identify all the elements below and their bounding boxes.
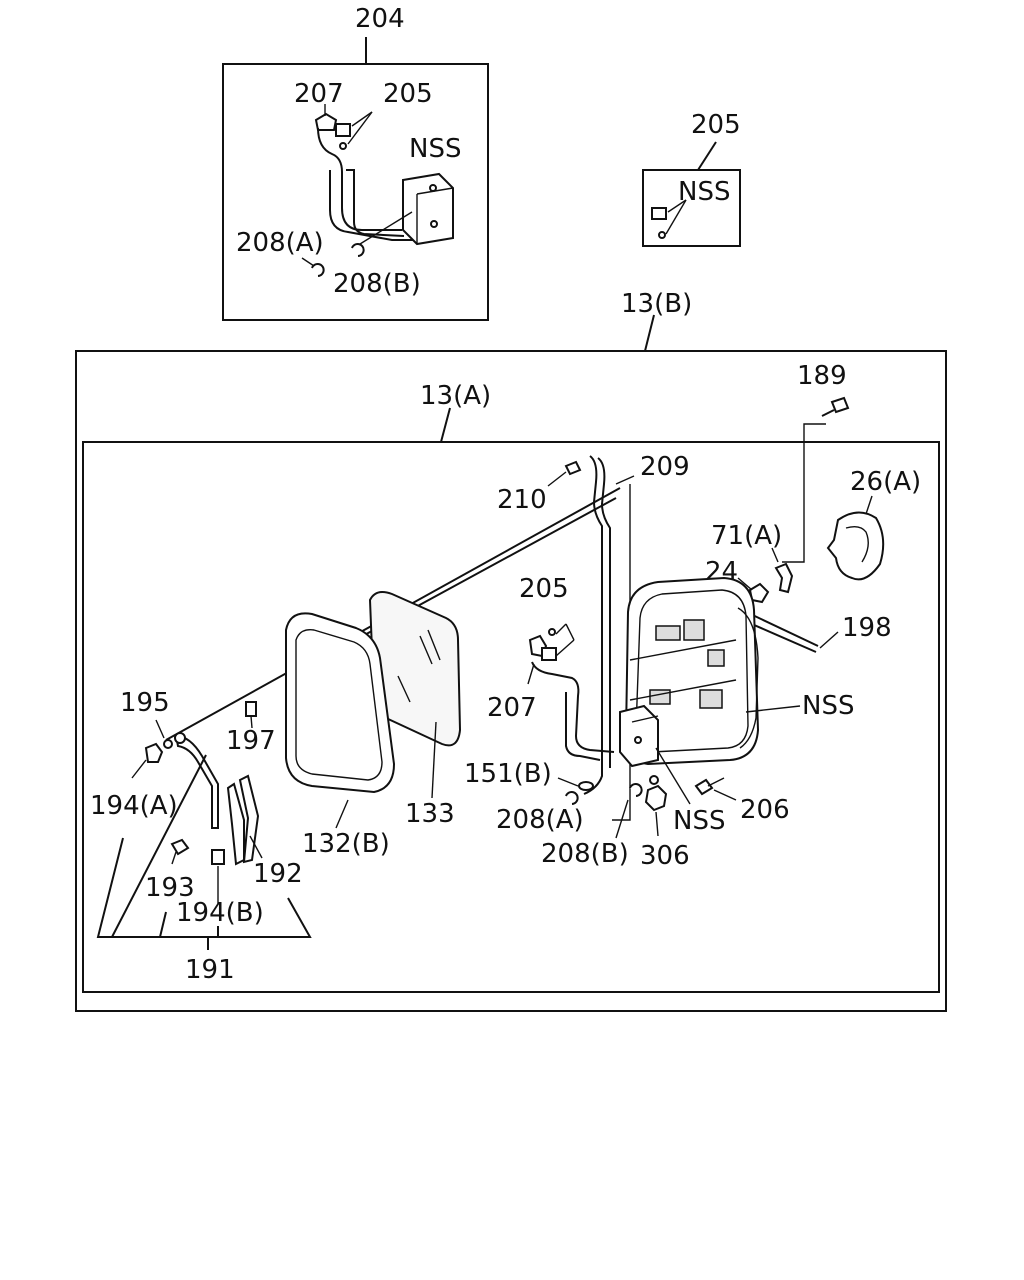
label-197: 197 [226,726,276,756]
label-nss-housing: NSS [802,691,854,721]
label-nss-top: NSS [409,134,461,164]
label-208b-top: 208(B) [333,269,421,299]
nut-306-part [644,784,668,812]
plate-192a-part [226,782,245,866]
label-206: 206 [740,795,790,825]
label-208a-mid: 208(A) [496,805,584,835]
screw-189-part [830,396,850,414]
kit-205-box [642,169,741,247]
label-194b: 194(B) [176,898,264,928]
screw-210-part [564,460,582,476]
label-191: 191 [185,955,235,985]
label-208a-top: 208(A) [236,228,324,258]
label-nss-right: NSS [678,177,730,207]
clip-208b-mid-part [629,783,643,797]
washer-195-part [163,739,173,749]
bracket-71a-part [774,562,794,594]
cover-26a-part [826,511,885,581]
cap-194b-part [211,849,225,865]
washer-151b-part [578,781,594,791]
label-nss-motor: NSS [673,806,725,836]
clip-208b-top-part [351,243,365,257]
kit-204-group: 204 207 205 NSS 208(A) 208(B) [222,4,489,321]
clip-208a-mid-part [565,791,579,805]
label-205-mid: 205 [519,574,569,604]
motor-nss-top-part [402,172,454,246]
nut-205-part [335,123,351,137]
label-306: 306 [640,841,690,871]
screw-206-part [694,778,714,796]
frame-132b-part [285,612,396,794]
label-192: 192 [253,859,303,889]
screw-193-part [170,838,190,856]
label-210: 210 [497,485,547,515]
label-13a: 13(A) [420,381,491,411]
label-13b: 13(B) [621,289,692,319]
label-189: 189 [797,361,847,391]
assembly-13a-box [82,441,940,993]
clip-207-part [314,112,338,131]
cap-194a-part [144,742,164,763]
kit-205-group: 205 NSS [642,110,741,247]
label-207-mid: 207 [487,693,537,723]
label-205-top: 205 [383,79,433,109]
label-132b: 132(B) [302,829,390,859]
arm-191-part [174,734,219,829]
nut-205-right-part [651,207,667,220]
assembly-13b-box [75,350,947,1012]
assembly-13a-group: 13(A) 209 210 26(A) 71(A) 24 198 [82,381,940,993]
label-71a: 71(A) [711,521,782,551]
label-26a: 26(A) [850,467,921,497]
motor-nss-mid-part [619,704,659,768]
label-193: 193 [145,873,195,903]
label-195: 195 [120,688,170,718]
label-133: 133 [405,799,455,829]
pin-197-part [245,701,257,717]
label-205-right: 205 [691,110,741,140]
label-198: 198 [842,613,892,643]
label-208b-mid: 208(B) [541,839,629,869]
kit-204-box [222,63,489,321]
label-151b: 151(B) [464,759,552,789]
label-207-top: 207 [294,79,344,109]
label-204: 204 [355,4,405,34]
label-194a: 194(A) [90,791,178,821]
nut-205-mid-part [541,647,557,661]
plate-192b-part [238,774,260,864]
assembly-13b-group: 13(B) 189 [75,289,947,1012]
label-209: 209 [640,452,690,482]
